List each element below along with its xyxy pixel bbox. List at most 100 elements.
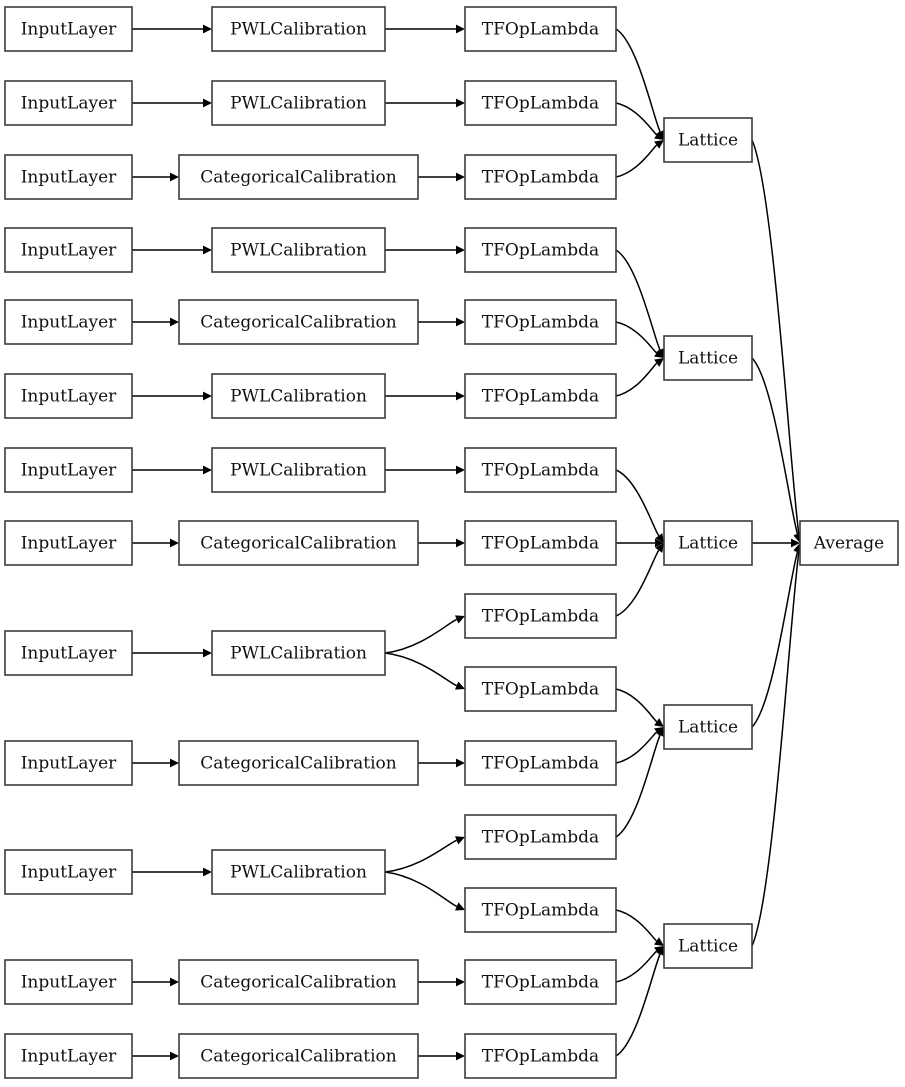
node-pwlcalibration-cal11[interactable]: PWLCalibration — [211, 849, 386, 895]
node-input-layer-in7[interactable]: InputLayer — [4, 447, 133, 493]
node-box — [4, 630, 133, 676]
node-pwlcalibration-cal9[interactable]: PWLCalibration — [211, 630, 386, 676]
node-box — [4, 154, 133, 200]
node-pwlcalibration-cal4[interactable]: PWLCalibration — [211, 227, 386, 273]
node-box — [211, 849, 386, 895]
node-tfop-lambda-op8[interactable]: TFOpLambda — [464, 520, 617, 566]
node-lattice-lat2[interactable]: Lattice — [663, 335, 753, 381]
node-input-layer-in2[interactable]: InputLayer — [4, 80, 133, 126]
node-average-avg[interactable]: Average — [799, 520, 899, 566]
node-input-layer-in13[interactable]: InputLayer — [4, 1033, 133, 1079]
node-box — [464, 1033, 617, 1079]
node-box — [663, 520, 753, 566]
node-box — [178, 520, 419, 566]
node-tfop-lambda-op3[interactable]: TFOpLambda — [464, 154, 617, 200]
node-box — [4, 520, 133, 566]
node-box — [464, 520, 617, 566]
node-lattice-lat1[interactable]: Lattice — [663, 117, 753, 163]
node-lattice-lat4[interactable]: Lattice — [663, 704, 753, 750]
node-tfop-lambda-op5[interactable]: TFOpLambda — [464, 299, 617, 345]
node-input-layer-in10[interactable]: InputLayer — [4, 740, 133, 786]
node-categorical-calibration-cal5[interactable]: CategoricalCalibration — [178, 299, 419, 345]
node-tfop-lambda-op1[interactable]: TFOpLambda — [464, 6, 617, 52]
arrowhead-in10-to-cal10 — [170, 758, 179, 768]
node-tfop-lambda-op10[interactable]: TFOpLambda — [464, 666, 617, 712]
node-label: InputLayer — [21, 241, 117, 261]
node-box — [4, 849, 133, 895]
node-categorical-calibration-cal10[interactable]: CategoricalCalibration — [178, 740, 419, 786]
node-label: PWLCalibration — [230, 461, 367, 481]
arrowhead-in13-to-cal13 — [170, 1051, 179, 1061]
node-categorical-calibration-cal8[interactable]: CategoricalCalibration — [178, 520, 419, 566]
edge-op5-to-lat2 — [615, 321, 658, 354]
node-categorical-calibration-cal12[interactable]: CategoricalCalibration — [178, 959, 419, 1005]
node-label: TFOpLambda — [482, 461, 599, 481]
node-input-layer-in12[interactable]: InputLayer — [4, 959, 133, 1005]
arrowhead-in4-to-cal4 — [203, 245, 212, 255]
node-tfop-lambda-op12[interactable]: TFOpLambda — [464, 814, 617, 860]
node-categorical-calibration-cal13[interactable]: CategoricalCalibration — [178, 1033, 419, 1079]
node-tfop-lambda-op4[interactable]: TFOpLambda — [464, 227, 617, 273]
node-box — [464, 666, 617, 712]
node-tfop-lambda-op11[interactable]: TFOpLambda — [464, 740, 617, 786]
node-pwlcalibration-cal1[interactable]: PWLCalibration — [211, 6, 386, 52]
arrowhead-in5-to-cal5 — [170, 317, 179, 327]
node-tfop-lambda-op9[interactable]: TFOpLambda — [464, 593, 617, 639]
arrowhead-op13-to-lat5 — [654, 937, 664, 946]
node-box — [4, 447, 133, 493]
node-input-layer-in6[interactable]: InputLayer — [4, 373, 133, 419]
node-label: TFOpLambda — [482, 828, 599, 848]
edge-cal11-to-op12 — [384, 839, 457, 873]
arrowhead-cal1-to-op1 — [456, 24, 465, 34]
arrowhead-in7-to-cal7 — [203, 465, 212, 475]
arrowhead-cal9-to-op9 — [454, 615, 465, 624]
node-pwlcalibration-cal7[interactable]: PWLCalibration — [211, 447, 386, 493]
node-box — [178, 740, 419, 786]
node-label: TFOpLambda — [482, 754, 599, 774]
node-tfop-lambda-op6[interactable]: TFOpLambda — [464, 373, 617, 419]
node-input-layer-in4[interactable]: InputLayer — [4, 227, 133, 273]
arrowhead-in2-to-cal2 — [203, 98, 212, 108]
node-box — [4, 959, 133, 1005]
edge-lat5-to-avg — [751, 551, 800, 947]
node-label: TFOpLambda — [482, 901, 599, 921]
node-lattice-lat5[interactable]: Lattice — [663, 923, 753, 969]
edge-op10-to-lat4 — [615, 688, 658, 723]
arrowhead-cal11-to-op12 — [455, 836, 465, 845]
edge-cal11-to-op13 — [384, 871, 458, 908]
edge-cal9-to-op9 — [384, 618, 458, 654]
node-tfop-lambda-op7[interactable]: TFOpLambda — [464, 447, 617, 493]
node-lattice-lat3[interactable]: Lattice — [663, 520, 753, 566]
node-tfop-lambda-op2[interactable]: TFOpLambda — [464, 80, 617, 126]
edge-op3-to-lat1 — [615, 144, 658, 178]
node-label: PWLCalibration — [230, 94, 367, 114]
node-label: CategoricalCalibration — [200, 973, 396, 993]
node-input-layer-in1[interactable]: InputLayer — [4, 6, 133, 52]
node-box — [211, 227, 386, 273]
node-input-layer-in5[interactable]: InputLayer — [4, 299, 133, 345]
node-box — [178, 299, 419, 345]
node-tfop-lambda-op14[interactable]: TFOpLambda — [464, 959, 617, 1005]
node-box — [211, 373, 386, 419]
node-pwlcalibration-cal2[interactable]: PWLCalibration — [211, 80, 386, 126]
node-input-layer-in8[interactable]: InputLayer — [4, 520, 133, 566]
node-input-layer-in11[interactable]: InputLayer — [4, 849, 133, 895]
node-label: InputLayer — [21, 863, 117, 883]
node-tfop-lambda-op13[interactable]: TFOpLambda — [464, 887, 617, 933]
node-pwlcalibration-cal6[interactable]: PWLCalibration — [211, 373, 386, 419]
arrowhead-cal8-to-op8 — [456, 538, 465, 548]
node-input-layer-in3[interactable]: InputLayer — [4, 154, 133, 200]
arrowhead-cal11-to-op13 — [454, 902, 465, 911]
edge-op15-to-lat5 — [615, 953, 661, 1057]
node-box — [4, 740, 133, 786]
node-tfop-lambda-op15[interactable]: TFOpLambda — [464, 1033, 617, 1079]
node-categorical-calibration-cal3[interactable]: CategoricalCalibration — [178, 154, 419, 200]
node-box — [464, 154, 617, 200]
node-label: InputLayer — [21, 461, 117, 481]
node-box — [464, 740, 617, 786]
node-label: CategoricalCalibration — [200, 754, 396, 774]
node-label: InputLayer — [21, 94, 117, 114]
node-input-layer-in9[interactable]: InputLayer — [4, 630, 133, 676]
node-label: InputLayer — [21, 644, 117, 664]
